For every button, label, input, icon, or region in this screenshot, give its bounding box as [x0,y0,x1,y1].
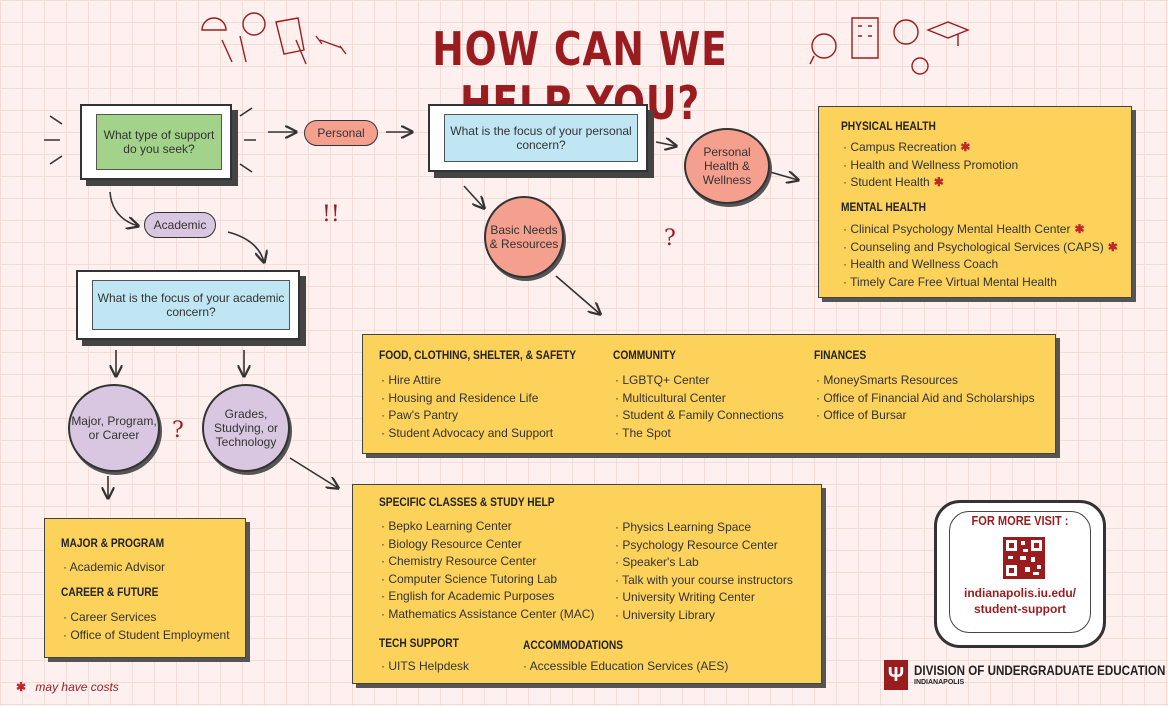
physical-health-list: Campus Recreation✱Health and Wellness Pr… [843,139,1018,192]
more-info-box: FOR MORE VISIT : indianapolis.iu.edu/ st… [934,500,1106,648]
major-circle: Major, Program, or Career [68,384,160,472]
visit-heading: FOR MORE VISIT : [971,513,1069,528]
cost-star-icon: ✱ [960,140,971,154]
list-item: Campus Recreation✱ [843,139,1018,157]
arrow-grades-to-panel [289,457,338,488]
list-item: Student Advocacy and Support [381,425,553,443]
mental-health-heading: MENTAL HEALTH [841,200,926,214]
cost-legend: ✱ may have costs [16,680,119,694]
url-line-1: indianapolis.iu.edu/ [963,586,1076,600]
community-list: LGBTQ+ CenterMulticultural CenterStudent… [615,372,784,442]
list-item: Computer Science Tutoring Lab [381,571,594,589]
classes-panel: SPECIFIC CLASSES & STUDY HELP Bepko Lear… [352,484,822,684]
arrow-health-to-panel [769,172,798,180]
list-item: Paw's Pantry [381,407,553,425]
finances-heading: FINANCES [814,348,867,362]
list-item: Accessible Education Services (AES) [523,658,729,676]
personal-question-text: What is the focus of your personal conce… [444,114,638,162]
list-item: Office of Financial Aid and Scholarships [816,390,1034,408]
start-question-text: What type of support do you seek? [96,114,222,170]
arrow-question-to-basic [463,185,484,208]
list-item: Talk with your course instructors [615,572,793,590]
arrow-academic-to-question [227,231,264,262]
health-panel: PHYSICAL HEALTH Campus Recreation✱Health… [818,106,1132,298]
classes-list-1: Bepko Learning CenterBiology Resource Ce… [381,518,594,623]
list-item: Physics Learning Space [615,519,793,537]
personal-pill: Personal [304,120,378,146]
cost-star-icon: ✱ [1107,239,1118,254]
start-question-box: What type of support do you seek? [80,104,232,180]
cost-note-text: may have costs [35,680,119,694]
tech-heading: TECH SUPPORT [379,636,459,650]
academic-question-text: What is the focus of your academic conce… [92,280,290,330]
list-item: Speaker's Lab [615,554,793,572]
academic-question-box: What is the focus of your academic conce… [76,270,300,340]
campus-name: INDIANAPOLIS [914,679,965,686]
arrow-question-to-health [655,142,676,146]
accommodations-list: Accessible Education Services (AES) [523,658,729,676]
question-mark-2: ? [172,418,184,443]
list-item: LGBTQ+ Center [615,372,784,390]
list-item: Health and Wellness Promotion [843,157,1018,175]
iu-logo-icon: Ψ [884,660,908,690]
major-panel: MAJOR & PROGRAM Academic Advisor CAREER … [44,518,246,658]
list-item: University Library [615,607,793,625]
list-item: Student Health✱ [843,174,1018,192]
finances-list: MoneySmarts ResourcesOffice of Financial… [816,372,1035,425]
career-heading: CAREER & FUTURE [61,585,159,599]
arrow-start-to-academic [109,191,138,226]
list-item: Timely Care Free Virtual Mental Health [843,274,1118,292]
arrow-basic-to-panel [555,275,600,314]
url-line-2: student-support [974,602,1066,616]
mental-health-list: Clinical Psychology Mental Health Center… [843,221,1118,291]
list-item: Hire Attire [381,372,553,390]
major-heading: MAJOR & PROGRAM [61,536,165,550]
list-item: UITS Helpdesk [381,658,469,676]
list-item: MoneySmarts Resources [816,372,1035,390]
basic-needs-panel: FOOD, CLOTHING, SHELTER, & SAFETY Hire A… [362,334,1056,454]
food-list: Hire AttireHousing and Residence LifePaw… [381,372,553,442]
support-url[interactable]: indianapolis.iu.edu/ student-support [937,585,1103,617]
personal-question-box: What is the focus of your personal conce… [428,104,648,172]
list-item: University Writing Center [615,589,793,607]
list-item: The Spot [615,425,784,443]
personal-health-circle: Personal Health & Wellness [684,128,770,204]
list-item: Housing and Residence Life [381,390,553,408]
academic-pill: Academic [144,212,216,238]
list-item: Office of Bursar [816,407,1035,425]
list-item: Health and Wellness Coach [843,256,1118,274]
list-item: Student & Family Connections [615,407,783,425]
list-item: Biology Resource Center [381,536,594,554]
grades-circle: Grades, Studying, or Technology [202,384,290,472]
major-list: Academic Advisor [63,559,165,577]
list-item: Clinical Psychology Mental Health Center… [843,221,1118,239]
list-item: Counseling and Psychological Services (C… [843,239,1118,257]
basic-needs-circle: Basic Needs & Resources [484,196,564,278]
list-item: Multicultural Center [615,390,784,408]
physical-health-heading: PHYSICAL HEALTH [841,119,936,133]
cost-star-icon: ✱ [16,680,27,694]
career-list: Career ServicesOffice of Student Employm… [63,609,230,645]
classes-heading: SPECIFIC CLASSES & STUDY HELP [379,495,555,509]
classes-list-2: Physics Learning SpacePsychology Resourc… [615,519,793,624]
list-item: Career Services [63,609,230,627]
list-item: Mathematics Assistance Center (MAC) [381,606,594,624]
accommodations-heading: ACCOMMODATIONS [523,638,624,652]
list-item: Chemistry Resource Center [381,553,594,571]
exclaim-mark: !! [322,202,340,227]
food-heading: FOOD, CLOTHING, SHELTER, & SAFETY [379,348,577,362]
qr-code-icon[interactable] [1003,537,1045,579]
list-item: English for Academic Purposes [381,588,594,606]
cost-star-icon: ✱ [1074,222,1085,236]
cost-star-icon: ✱ [933,175,944,189]
question-mark-1: ? [664,226,676,251]
community-heading: COMMUNITY [613,348,676,362]
list-item: Office of Student Employment [63,627,229,645]
list-item: Bepko Learning Center [381,518,594,536]
list-item: Academic Advisor [63,559,165,577]
division-name: DIVISION OF UNDERGRADUATE EDUCATION [914,662,1166,678]
list-item: Psychology Resource Center [615,537,793,555]
tech-list: UITS Helpdesk [381,658,469,676]
